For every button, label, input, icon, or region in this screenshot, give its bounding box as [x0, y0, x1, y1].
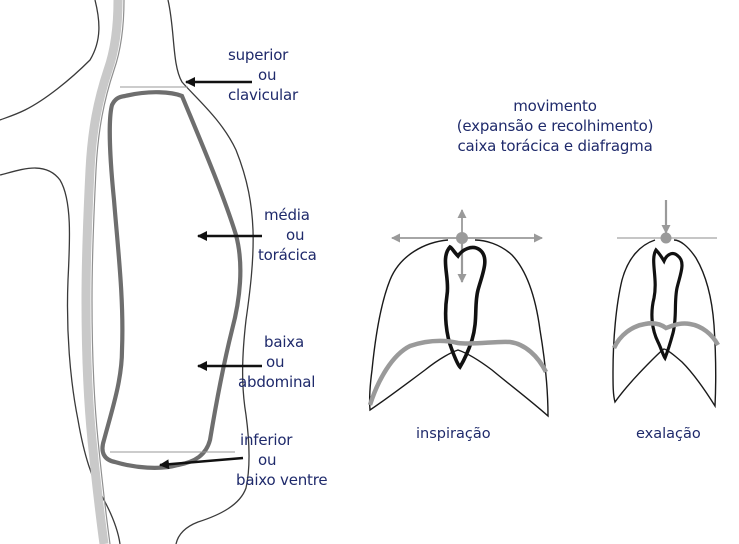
label-inferior-line1: inferior [232, 430, 327, 450]
region-arrows [160, 82, 262, 465]
caption-exhalation: exalação [636, 426, 701, 442]
label-superior-line2: ou [228, 65, 298, 85]
label-media: média ou torácica [258, 205, 317, 265]
label-inferior-line3: baixo ventre [232, 470, 327, 490]
exhale-sternum-dot [661, 233, 672, 244]
label-baixa-line3: abdominal [238, 372, 315, 392]
label-baixa: baixa ou abdominal [238, 332, 315, 392]
arm-outline [0, 168, 120, 544]
label-media-line2: ou [258, 225, 317, 245]
label-inferior-line2: ou [232, 450, 327, 470]
heart-outline [445, 247, 484, 367]
label-baixa-line2: ou [238, 352, 315, 372]
label-baixa-line1: baixa [238, 332, 315, 352]
trunk-cavity-outline [102, 92, 240, 468]
label-superior-line3: clavicular [228, 85, 298, 105]
movement-title-line1: movimento [435, 96, 675, 116]
movement-title-line3: caixa torácica e diafragma [435, 136, 675, 156]
label-media-line3: torácica [258, 245, 317, 265]
arrow-inferior [160, 458, 243, 465]
movement-title-line2: (expansão e recolhimento) [435, 116, 675, 136]
ribcage-exhalation [613, 200, 718, 406]
movement-title: movimento (expansão e recolhimento) caix… [435, 96, 675, 156]
label-inferior: inferior ou baixo ventre [232, 430, 327, 490]
exhale-diaphragm-curve [614, 323, 718, 348]
sternum-dot [456, 232, 468, 244]
label-media-line1: média [258, 205, 317, 225]
exhale-heart-outline [652, 250, 682, 358]
ribcage-outline [370, 240, 548, 416]
label-superior: superior ou clavicular [228, 45, 298, 105]
label-superior-line1: superior [228, 45, 298, 65]
ribcage-inspiration [370, 210, 548, 416]
caption-inspiration: inspiração [416, 426, 491, 442]
neck-back-outline [0, 0, 99, 120]
exhale-ribcage-outline [613, 240, 716, 406]
